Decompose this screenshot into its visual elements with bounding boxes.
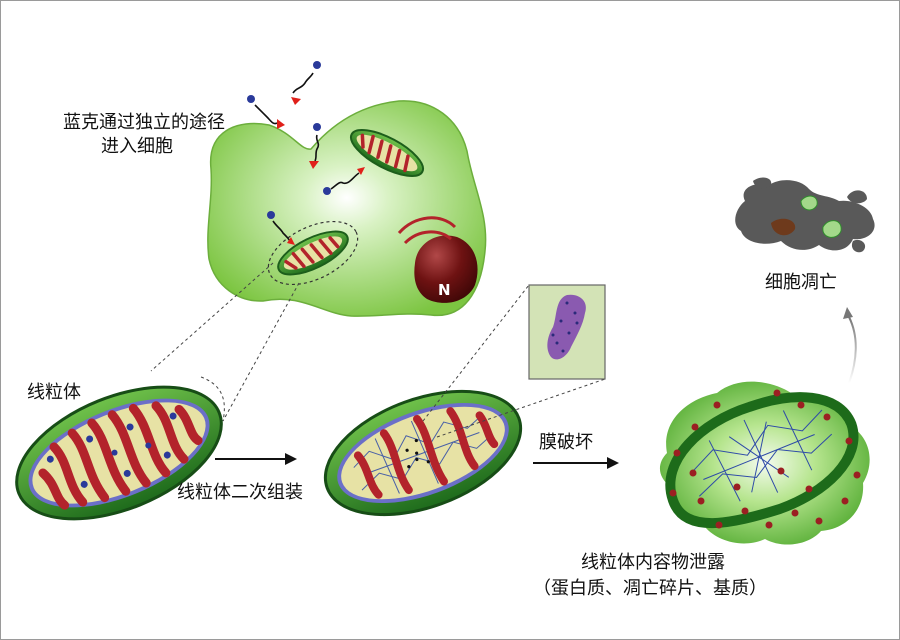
probe-2: [247, 95, 285, 129]
cell-mitochondrion-target: [277, 230, 349, 276]
content-leak-label-line-2: （蛋白质、凋亡碎片、基质）: [533, 578, 767, 599]
zoom-guide-lines: [150, 262, 300, 422]
nucleus-label: N: [438, 281, 451, 299]
probe-4: [323, 167, 365, 195]
zoom-guide-lines-inset: [422, 284, 606, 438]
inset-aggregate: [528, 284, 606, 380]
probe-entry-label-line-2: 进入细胞: [101, 136, 173, 157]
ruptured-mitochondrion: [665, 392, 859, 529]
arrow-apoptosis: [843, 307, 857, 384]
released-content-dots: [669, 389, 861, 529]
membrane-rupture-label: 膜破坏: [539, 432, 593, 453]
mitochondrion-label: 线粒体: [27, 382, 81, 403]
probe-1: [291, 61, 321, 105]
nuclear-envelope-arc-1: [397, 216, 457, 235]
content-leak-label-line-1: 线粒体内容物泄露: [581, 552, 725, 573]
apoptosis-label: 细胞凋亡: [765, 272, 837, 293]
reassembly-label: 线粒体二次组装: [177, 482, 303, 503]
nucleus: [414, 235, 478, 303]
selection-ellipse: [267, 220, 359, 286]
mitochondrion-2: [323, 389, 523, 517]
probe-3: [309, 123, 321, 169]
arrow-reassembly: [215, 453, 297, 465]
probe-5: [267, 211, 295, 245]
arrow-membrane-rupture: [533, 457, 619, 469]
nuclear-envelope-arc-2: [403, 230, 452, 245]
mitochondrion-1: [15, 385, 223, 521]
probe-entry-label-line-1: 蓝克通过独立的途径: [63, 112, 225, 133]
probe-molecules: [247, 61, 365, 245]
cell-mitochondrion-upper: [349, 129, 425, 177]
apoptotic-debris: [735, 177, 875, 253]
